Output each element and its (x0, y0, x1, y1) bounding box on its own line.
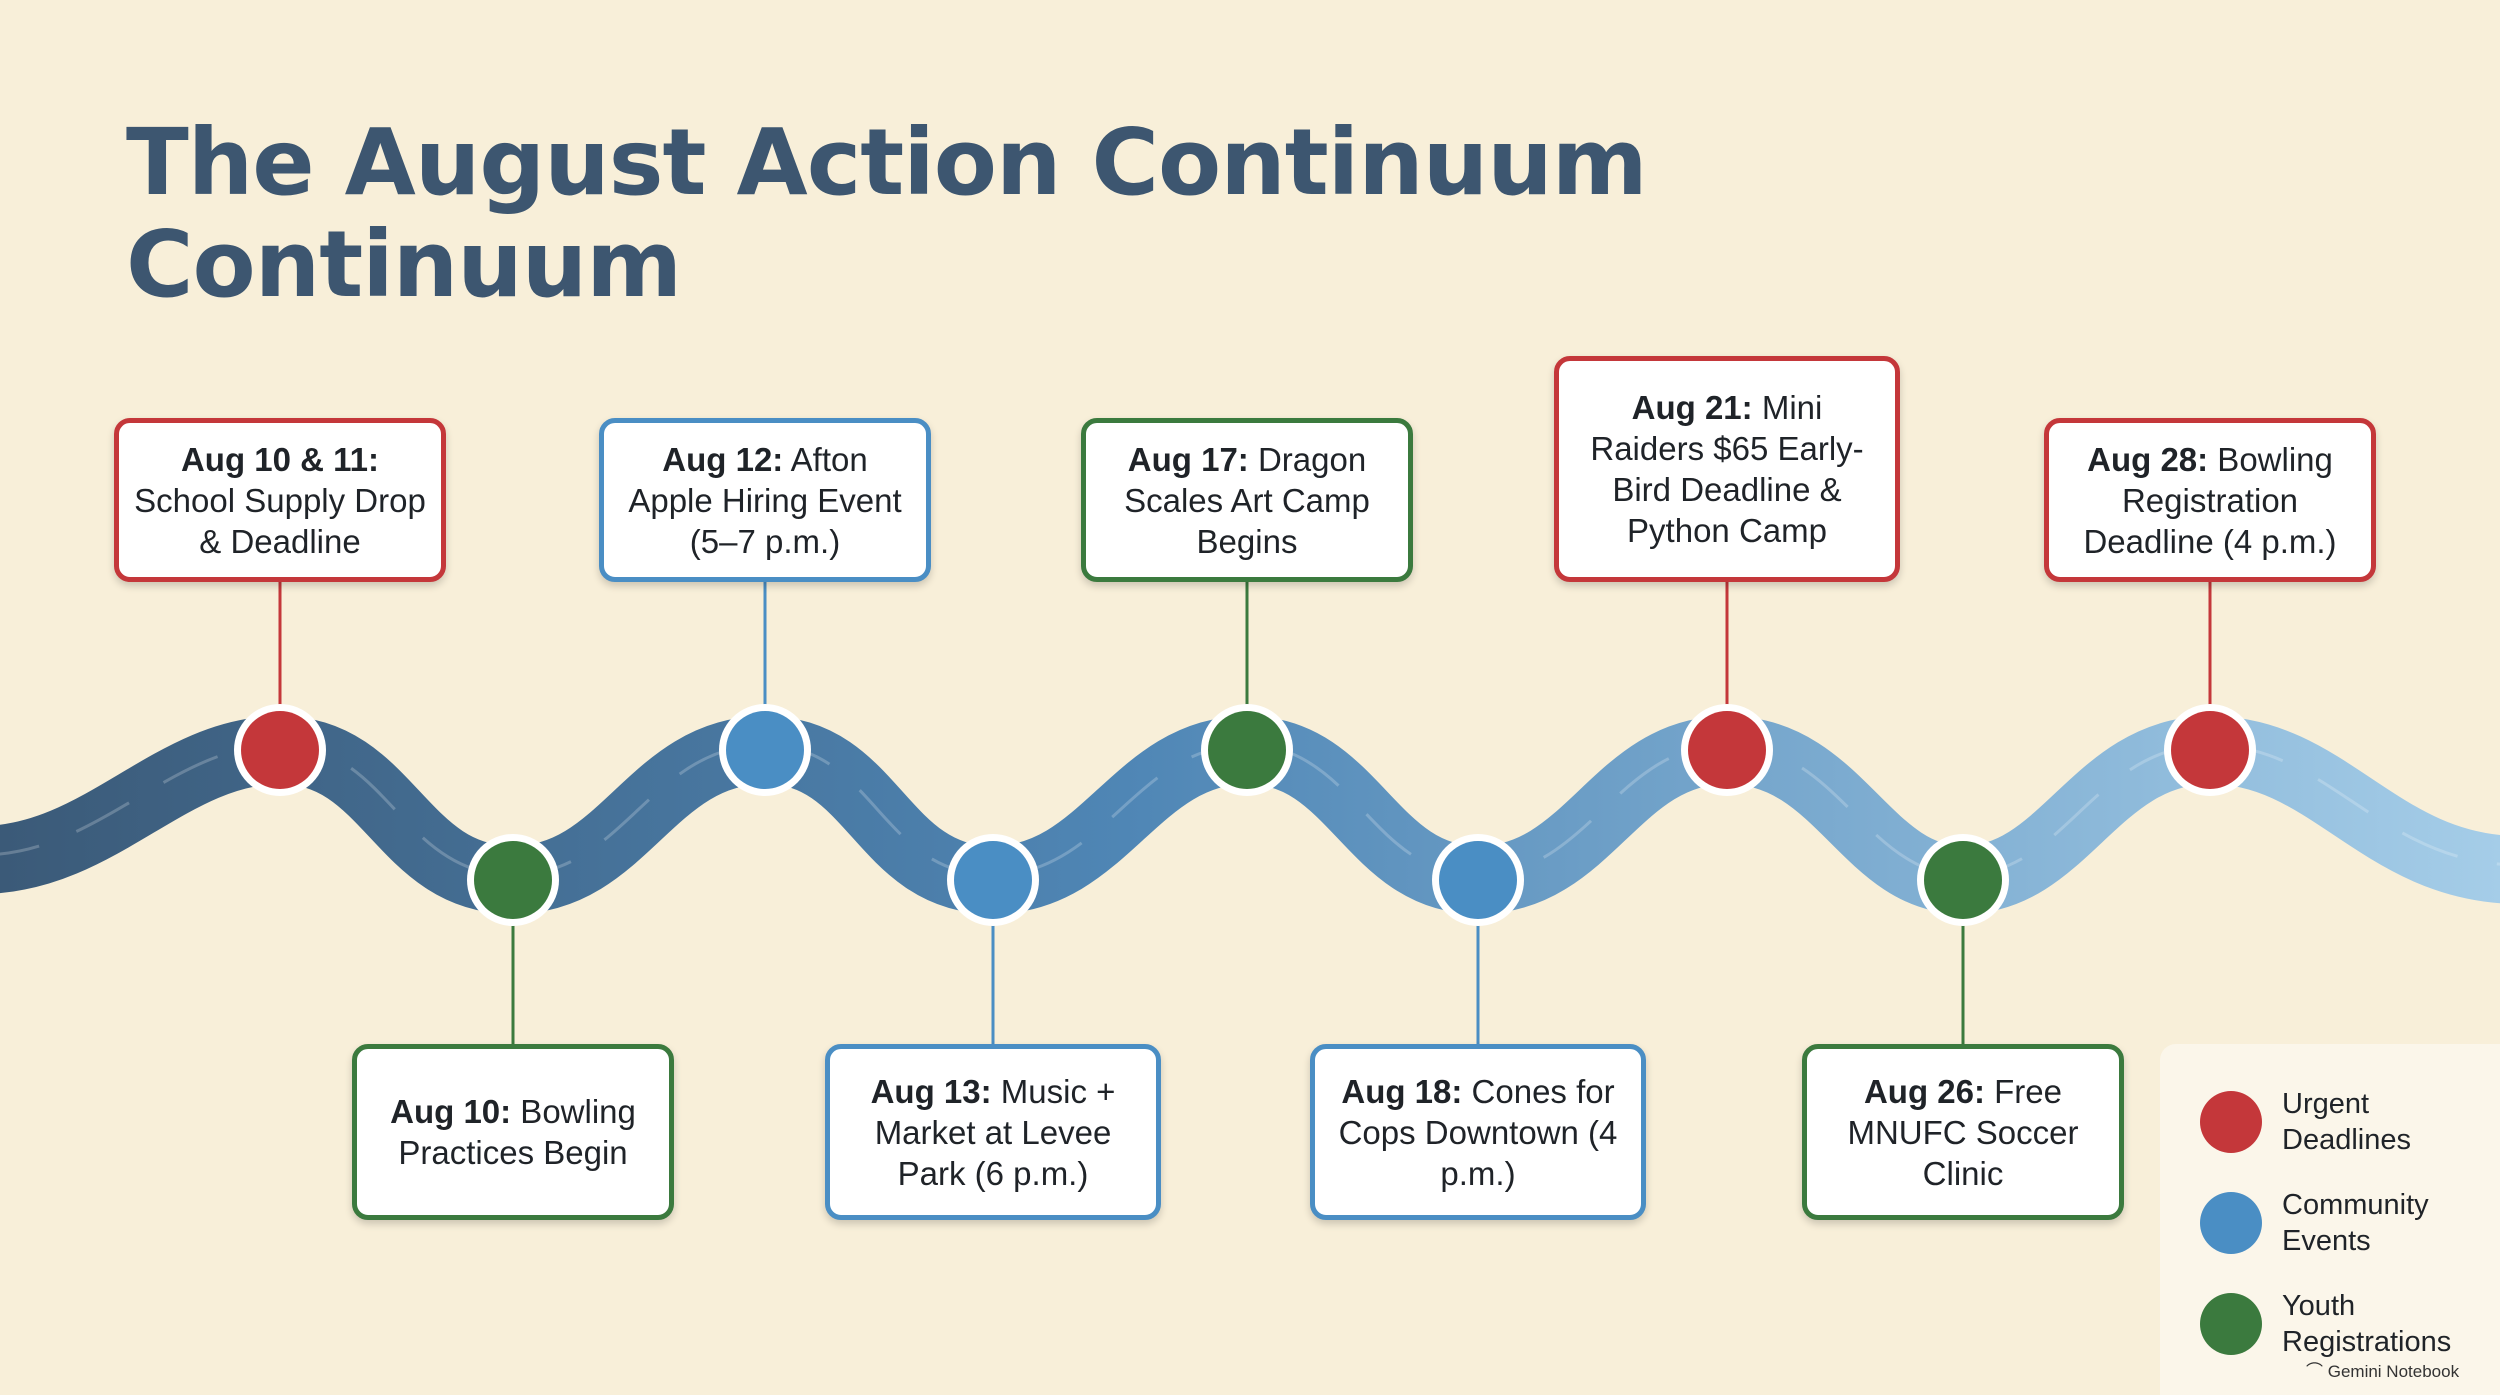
event-description: School Supply Drop & Deadline (134, 481, 426, 560)
legend-marker-icon (2200, 1293, 2262, 1355)
event-card: Aug 10 & 11: School Supply Drop & Deadli… (114, 418, 446, 582)
event-card-text: Aug 12: Afton Apple Hiring Event (5–7 p.… (618, 439, 912, 562)
event-date: Aug 28: (2087, 440, 2209, 478)
event-marker (2171, 711, 2249, 789)
event-card-text: Aug 18: Cones for Cops Downtown (4 p.m.) (1329, 1071, 1627, 1194)
legend-marker-icon (2200, 1192, 2262, 1254)
event-marker (954, 841, 1032, 919)
event-description: Dragon Scales Art Camp Begins (1124, 440, 1370, 560)
legend-item-youth: Youth Registrations (2200, 1288, 2482, 1360)
event-card-text: Aug 21: Mini Raiders $65 Early-Bird Dead… (1573, 387, 1881, 551)
event-description: Cones for Cops Downtown (4 p.m.) (1338, 1072, 1618, 1192)
event-card: Aug 10: Bowling Practices Begin (352, 1044, 674, 1220)
title-line-1: The August Action Continuum (126, 109, 1648, 216)
event-marker (241, 711, 319, 789)
event-date: Aug 12: (662, 440, 784, 478)
title-line-2: Continuum (126, 211, 682, 318)
event-description: Mini Raiders $65 Early-Bird Deadline & P… (1590, 389, 1864, 549)
legend-label: Youth Registrations (2282, 1290, 2452, 1358)
event-date: Aug 26: (1863, 1072, 1985, 1110)
gemini-logo-icon: ⌒ (2306, 1362, 2328, 1381)
legend-label: Urgent Deadlines (2282, 1088, 2411, 1156)
event-date: Aug 10: (390, 1093, 512, 1130)
page-title: The August Action Continuum Continuum (126, 109, 1648, 318)
watermark: ⌒ Gemini Notebook (2306, 1357, 2459, 1382)
event-marker (1924, 841, 2002, 919)
legend: Urgent Deadlines Community Events Youth … (2160, 1044, 2500, 1395)
event-description: Bowling Practices Begin (398, 1093, 636, 1171)
event-marker (474, 841, 552, 919)
event-card: Aug 17: Dragon Scales Art Camp Begins (1081, 418, 1413, 582)
legend-item-community: Community Events (2200, 1187, 2482, 1259)
legend-marker-icon (2200, 1091, 2262, 1153)
event-description: Free MNUFC Soccer Clinic (1847, 1072, 2079, 1192)
event-marker (726, 711, 804, 789)
event-card-text: Aug 10: Bowling Practices Begin (371, 1091, 655, 1173)
event-marker (1688, 711, 1766, 789)
event-card: Aug 18: Cones for Cops Downtown (4 p.m.) (1310, 1044, 1646, 1220)
legend-label: Community Events (2282, 1189, 2429, 1257)
legend-item-urgent: Urgent Deadlines (2200, 1086, 2482, 1158)
event-card-text: Aug 10 & 11: School Supply Drop & Deadli… (133, 439, 427, 562)
event-date: Aug 18: (1341, 1072, 1463, 1110)
event-date: Aug 17: (1127, 440, 1249, 478)
event-card-text: Aug 13: Music + Market at Levee Park (6 … (844, 1071, 1142, 1194)
event-card-text: Aug 26: Free MNUFC Soccer Clinic (1821, 1071, 2105, 1194)
event-card-text: Aug 17: Dragon Scales Art Camp Begins (1100, 439, 1394, 562)
event-marker (1439, 841, 1517, 919)
event-date: Aug 21: (1631, 389, 1753, 426)
event-card: Aug 28: Bowling Registration Deadline (4… (2044, 418, 2376, 582)
event-card: Aug 21: Mini Raiders $65 Early-Bird Dead… (1554, 356, 1900, 582)
event-description: Afton Apple Hiring Event (5–7 p.m.) (628, 440, 902, 560)
event-description: Music + Market at Levee Park (6 p.m.) (874, 1072, 1116, 1192)
event-card: Aug 12: Afton Apple Hiring Event (5–7 p.… (599, 418, 931, 582)
event-date: Aug 13: (870, 1072, 992, 1110)
event-card: Aug 13: Music + Market at Levee Park (6 … (825, 1044, 1161, 1220)
event-marker (1208, 711, 1286, 789)
event-description: Bowling Registration Deadline (4 p.m.) (2083, 440, 2337, 560)
event-card-text: Aug 28: Bowling Registration Deadline (4… (2063, 439, 2357, 562)
event-date: Aug 10 & 11: (180, 440, 380, 478)
watermark-text: Gemini Notebook (2327, 1362, 2460, 1381)
event-card: Aug 26: Free MNUFC Soccer Clinic (1802, 1044, 2124, 1220)
